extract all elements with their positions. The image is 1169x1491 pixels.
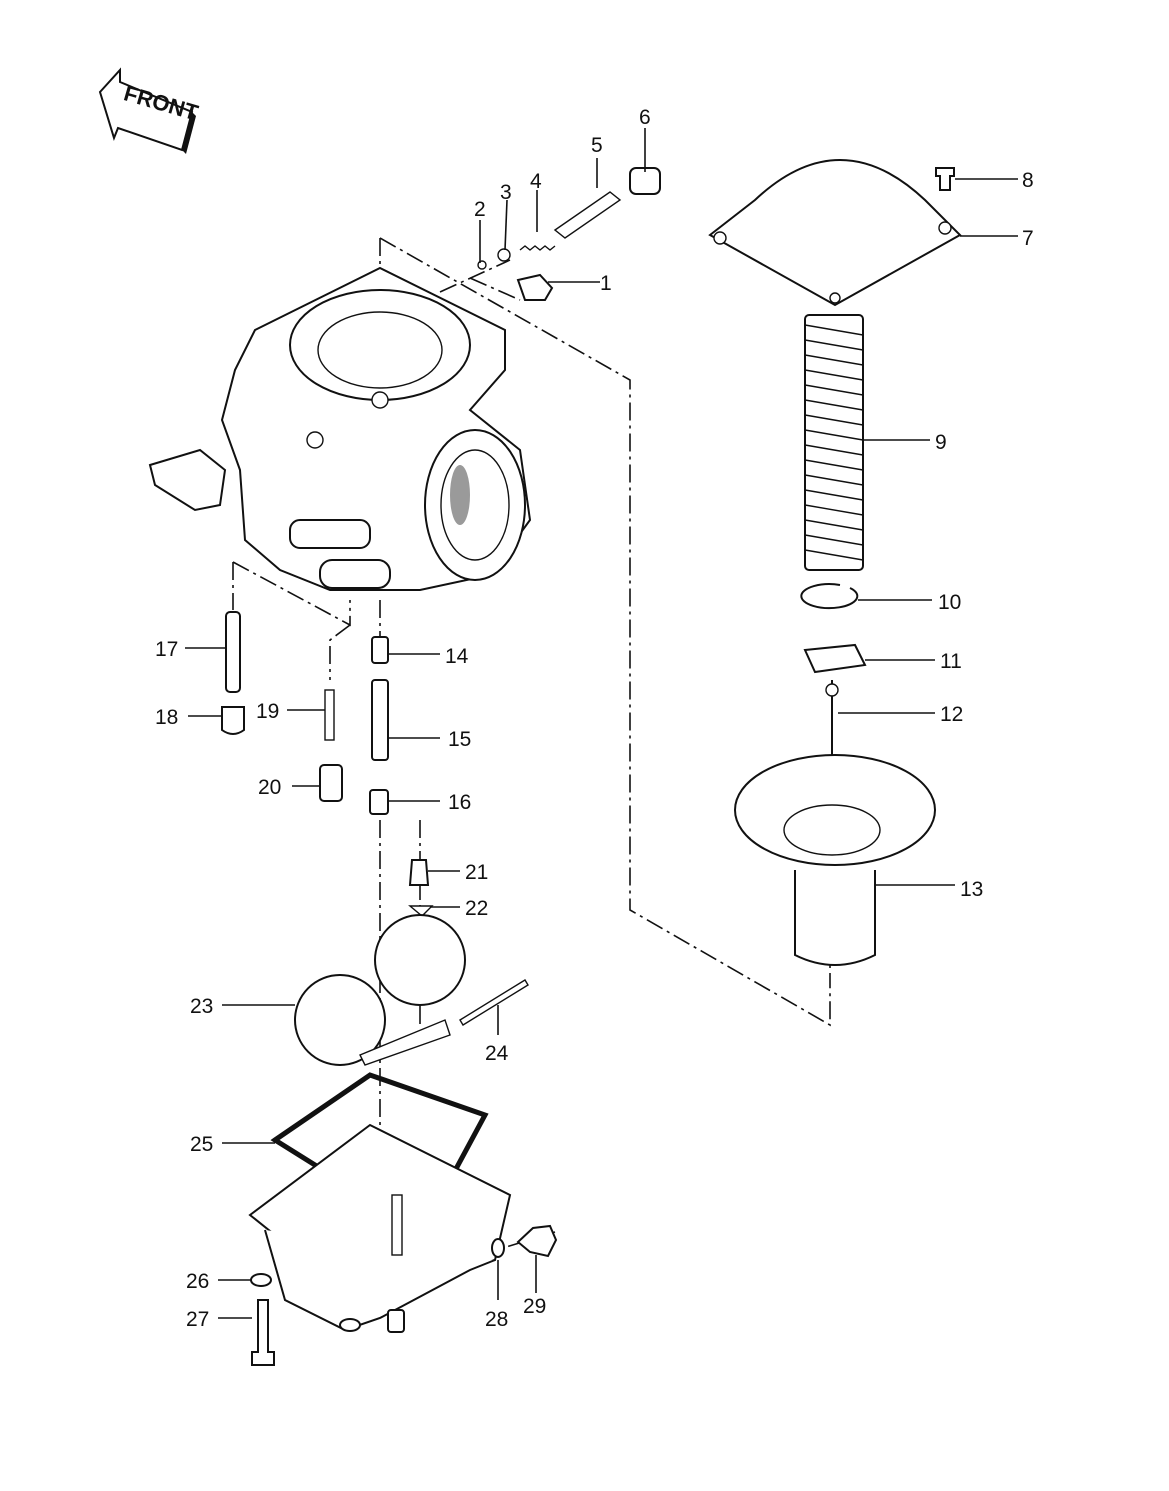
callout-16: 16 (448, 791, 471, 814)
callout-10: 10 (938, 591, 961, 614)
drain-plug-29 (516, 1224, 558, 1258)
screw-8 (935, 167, 955, 191)
jets-and-needle (221, 611, 434, 917)
diaphragm-cover (708, 159, 962, 307)
pilot-screw-assembly (477, 167, 661, 301)
callout-27: 27 (186, 1308, 209, 1331)
screw-27 (251, 1299, 275, 1366)
callout-29: 29 (523, 1295, 546, 1318)
callout-22: 22 (465, 897, 488, 920)
callout-12: 12 (940, 703, 963, 726)
main-jet-16 (369, 789, 389, 815)
retainer-ring-10 (800, 583, 859, 610)
callout-13: 13 (960, 878, 983, 901)
callout-23: 23 (190, 995, 213, 1018)
carburetor-body (148, 266, 532, 591)
vacuum-spring-9 (804, 314, 864, 571)
washer-3 (497, 248, 511, 262)
washer-26 (250, 1273, 272, 1287)
screw-5 (553, 191, 622, 239)
vacuum-piston-13 (734, 754, 936, 966)
callout-1: 1 (600, 272, 612, 295)
jet-19 (324, 689, 335, 741)
callout-9: 9 (935, 431, 947, 454)
callout-4: 4 (530, 170, 542, 193)
callout-18: 18 (155, 706, 178, 729)
float-bowl (248, 1123, 512, 1333)
plug-18 (221, 706, 245, 735)
callout-26: 26 (186, 1270, 209, 1293)
callout-5: 5 (591, 134, 603, 157)
callout-14: 14 (445, 645, 469, 668)
front-arrow: FRONT (98, 67, 201, 154)
callout-19: 19 (256, 700, 279, 723)
callout-7: 7 (1022, 227, 1034, 250)
callout-25: 25 (190, 1133, 213, 1156)
callout-labels: 1 2 3 4 5 6 8 7 9 10 11 12 13 14 15 16 1… (155, 106, 1034, 1331)
callout-7-cover-screw: 8 (1022, 169, 1034, 192)
callout-20: 20 (258, 776, 281, 799)
plug-1 (516, 273, 554, 301)
leader-lines (185, 128, 1018, 1319)
callout-28: 28 (485, 1308, 508, 1331)
callout-17: 17 (155, 638, 178, 661)
needle-holder-11 (803, 643, 867, 674)
clip-22 (408, 905, 434, 917)
callout-21: 21 (465, 861, 488, 884)
pin-24 (459, 979, 529, 1026)
callout-2: 2 (474, 198, 486, 221)
plug-20 (319, 764, 343, 802)
callout-6: 6 (639, 106, 651, 129)
callout-11: 11 (940, 650, 962, 673)
float-valve-21 (408, 859, 430, 886)
spring-4 (519, 245, 556, 251)
callout-24: 24 (485, 1042, 509, 1065)
float-assembly (294, 914, 529, 1066)
pilot-jet-17 (225, 611, 241, 693)
needle-jet-15 (371, 679, 389, 761)
o-ring-28 (491, 1238, 505, 1258)
callout-3: 3 (500, 181, 512, 204)
callout-15: 15 (448, 728, 471, 751)
jet-14 (371, 636, 389, 664)
